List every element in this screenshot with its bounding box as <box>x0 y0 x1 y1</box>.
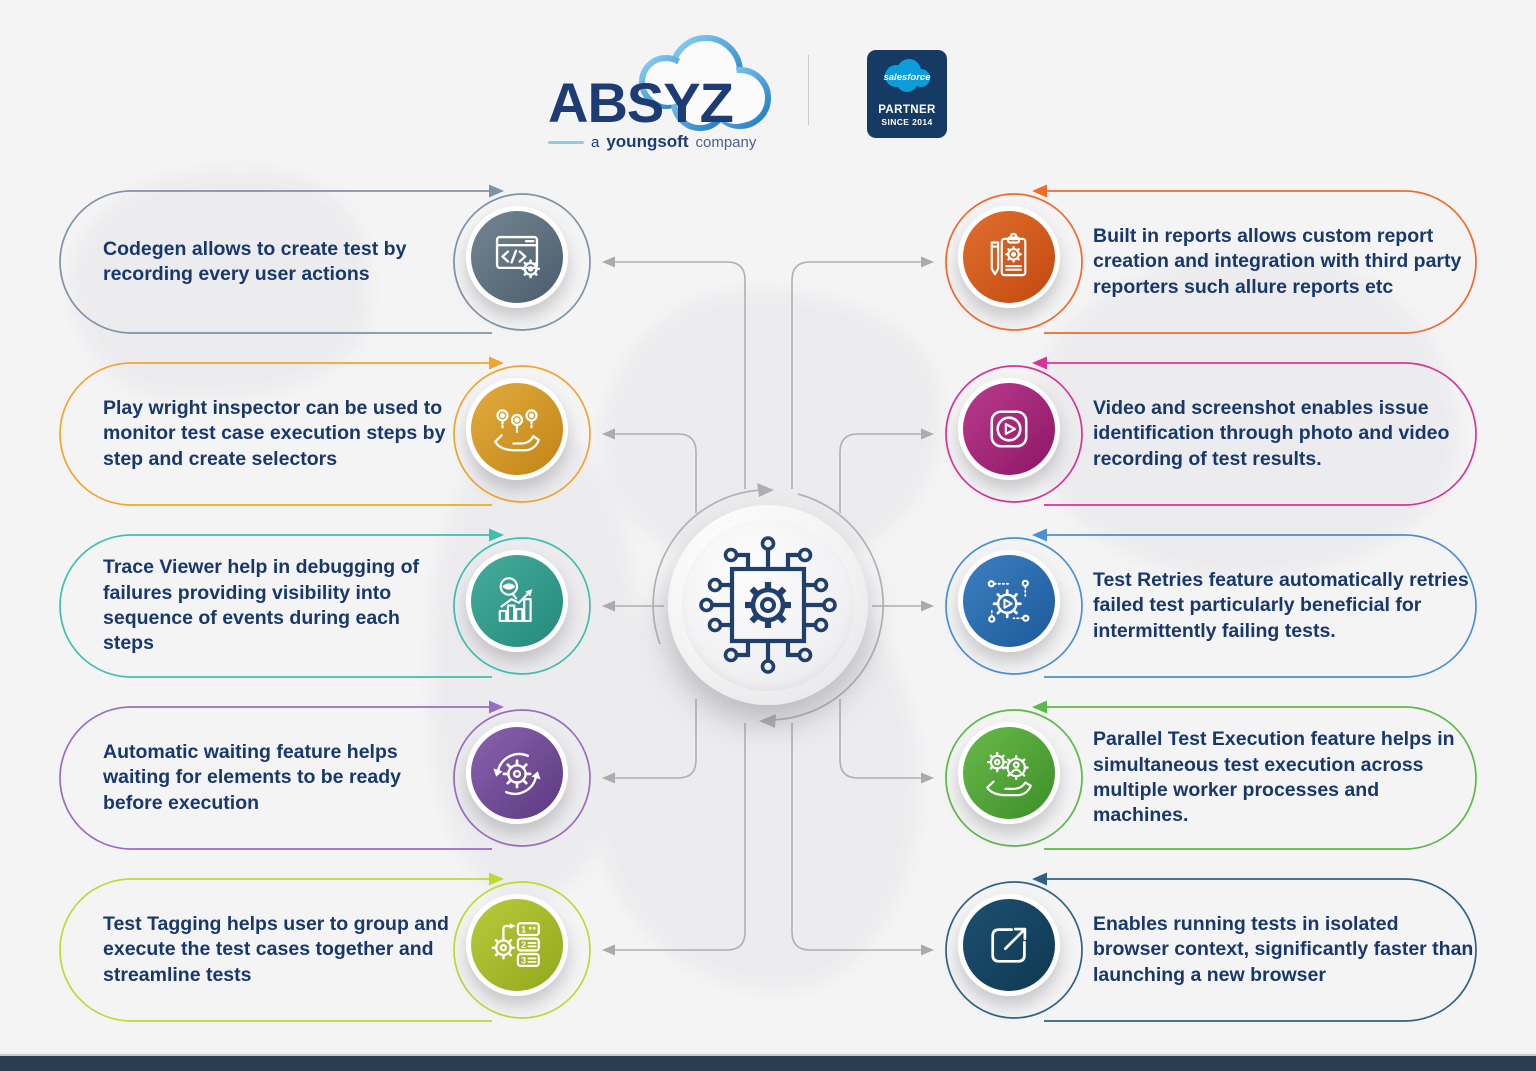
feature-retries-text: Test Retries feature automatically retri… <box>1093 568 1469 642</box>
map-watermark <box>70 170 370 400</box>
feature-video-bubble <box>958 378 1060 480</box>
feature-parallel-bubble <box>958 722 1060 824</box>
hub-cycle-arrows <box>652 489 885 721</box>
video-play-icon <box>990 410 1028 448</box>
feature-video-text: Video and screenshot enables issue ident… <box>1093 396 1450 470</box>
brand-logo: ABSYZ a youngsoft company <box>540 32 780 152</box>
feature-autowait-bubble <box>466 722 568 824</box>
footer-divider <box>0 1054 1536 1056</box>
feature-inspector-text: Play wright inspector can be used to mon… <box>103 396 446 470</box>
retry-gear-icon <box>987 579 1030 623</box>
feature-codegen-text: Codegen allows to create test by recordi… <box>103 237 407 285</box>
feature-isolated-bubble <box>958 894 1060 996</box>
cloud-logo-icon <box>639 35 771 131</box>
salesforce-partner-badge: salesforce PARTNER SINCE 2014 <box>867 50 947 138</box>
feature-tagging-bubble: 1 2 3 <box>466 894 568 996</box>
tagline-dash <box>548 140 584 144</box>
digit-2: 2 <box>521 940 526 950</box>
feature-isolated-text: Enables running tests in isolated browse… <box>1093 912 1474 986</box>
feature-retries-bubble <box>958 550 1060 652</box>
badge-partner-label: PARTNER <box>878 104 936 116</box>
hub-connectors <box>614 261 922 951</box>
trace-analytics-icon <box>498 577 533 623</box>
digit-1: 1 <box>521 924 526 934</box>
salesforce-cloud-icon: salesforce <box>883 59 931 92</box>
digit-3: 3 <box>521 955 526 965</box>
chip-gear-icon <box>699 536 837 674</box>
footer-bar <box>0 1056 1536 1071</box>
external-link-icon <box>991 927 1027 963</box>
auto-wait-sync-icon <box>493 752 541 795</box>
report-clipboard-icon <box>990 232 1027 277</box>
feature-inspector-bubble <box>466 378 568 480</box>
feature-autowait-text: Automatic waiting feature helps waiting … <box>103 740 401 814</box>
salesforce-wordmark: salesforce <box>883 72 931 83</box>
feature-trace-text: Trace Viewer help in debugging of failur… <box>103 556 420 655</box>
feature-tagging-text: Test Tagging helps user to group and exe… <box>103 912 449 986</box>
badge-since-label: SINCE 2014 <box>881 117 933 127</box>
tag-list-icon: 1 2 3 <box>491 922 540 967</box>
feature-parallel-text: Parallel Test Execution feature helps in… <box>1093 728 1455 827</box>
map-watermark <box>430 430 640 900</box>
pill-arrowheads-left <box>489 184 504 886</box>
brand-name: ABSYZ <box>548 71 734 134</box>
feature-codegen-bubble <box>466 206 568 308</box>
code-window-icon <box>495 235 541 279</box>
keys-in-hand-icon <box>494 409 540 452</box>
map-watermark <box>1030 250 1460 580</box>
connector-arrowheads <box>602 256 934 956</box>
feature-reports-text: Built in reports allows custom report cr… <box>1093 224 1462 298</box>
parallel-gears-hand-icon <box>986 751 1032 797</box>
feature-trace-bubble <box>466 550 568 652</box>
header-divider <box>808 55 809 125</box>
pill-arrowheads-right <box>1032 184 1047 886</box>
brand-tagline: a youngsoft company <box>548 132 756 152</box>
feature-reports-bubble <box>958 206 1060 308</box>
